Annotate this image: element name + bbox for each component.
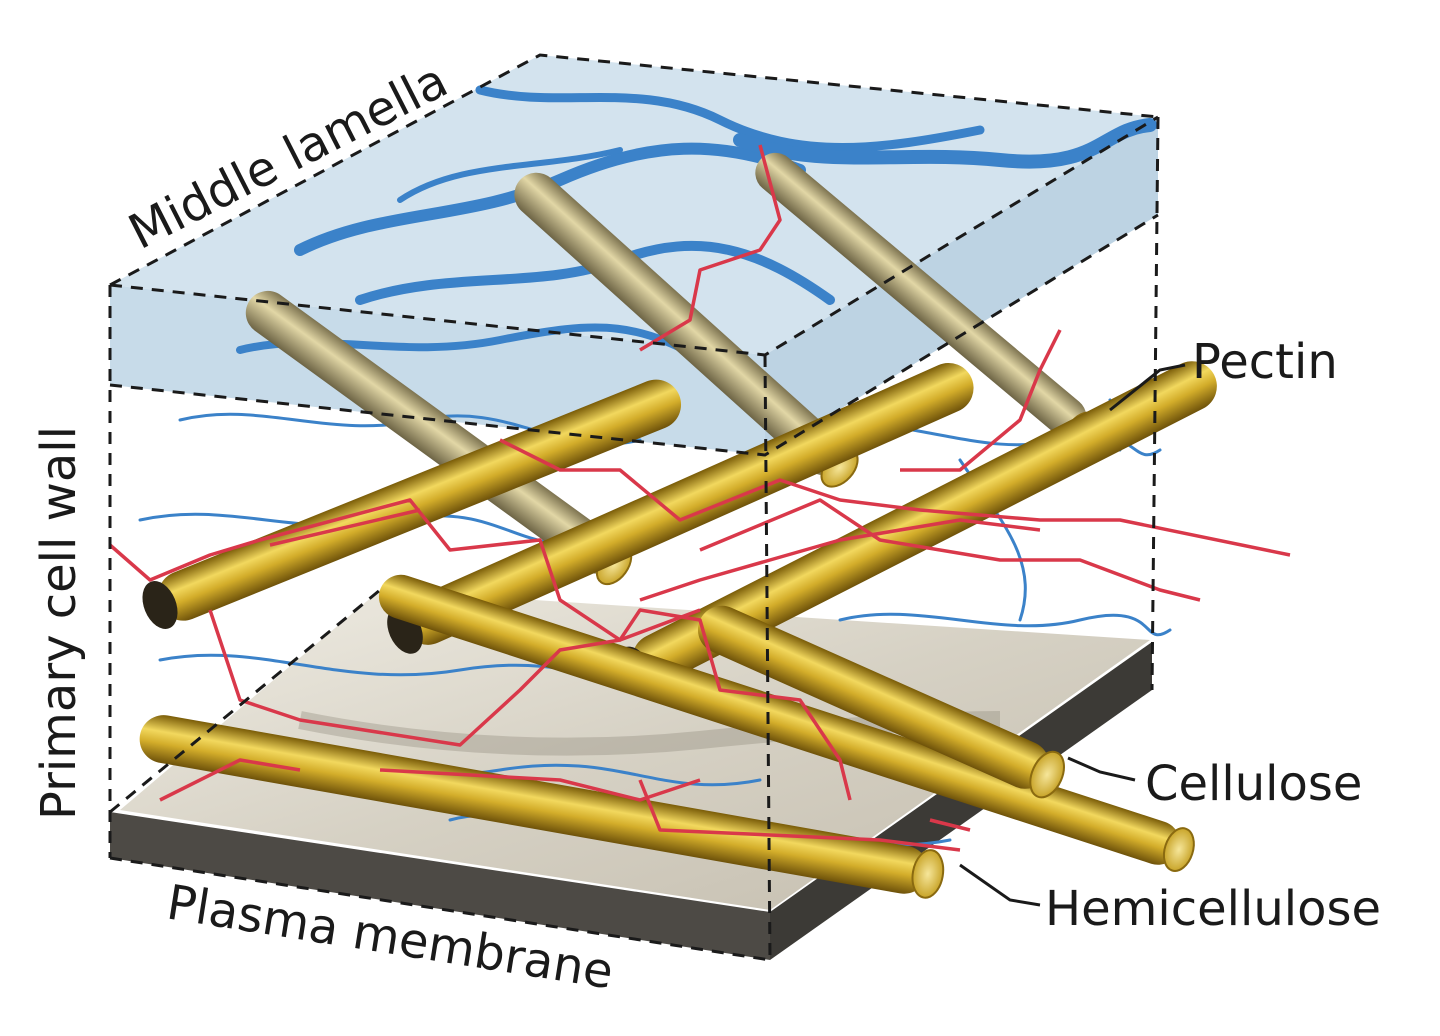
pectin-label: Pectin [1192, 334, 1338, 390]
cellulose-label: Cellulose [1145, 756, 1362, 812]
hemicellulose-label: Hemicellulose [1045, 881, 1381, 937]
cell-wall-block-edges [108, 53, 1160, 962]
hemicellulose-leader [959, 863, 1041, 907]
cellulose-upper-layer [245, 152, 1100, 586]
hemicellulose-strands [108, 144, 1291, 852]
pectin-leader [1109, 363, 1186, 412]
primary-cell-wall-label: Primary cell wall [31, 426, 87, 820]
cellulose-microfibril [139, 715, 945, 899]
cellulose-microfibril [697, 605, 1065, 799]
cellulose-leader [1067, 756, 1136, 782]
cellulose-microfibril [142, 379, 682, 629]
leader-lines [959, 363, 1186, 907]
